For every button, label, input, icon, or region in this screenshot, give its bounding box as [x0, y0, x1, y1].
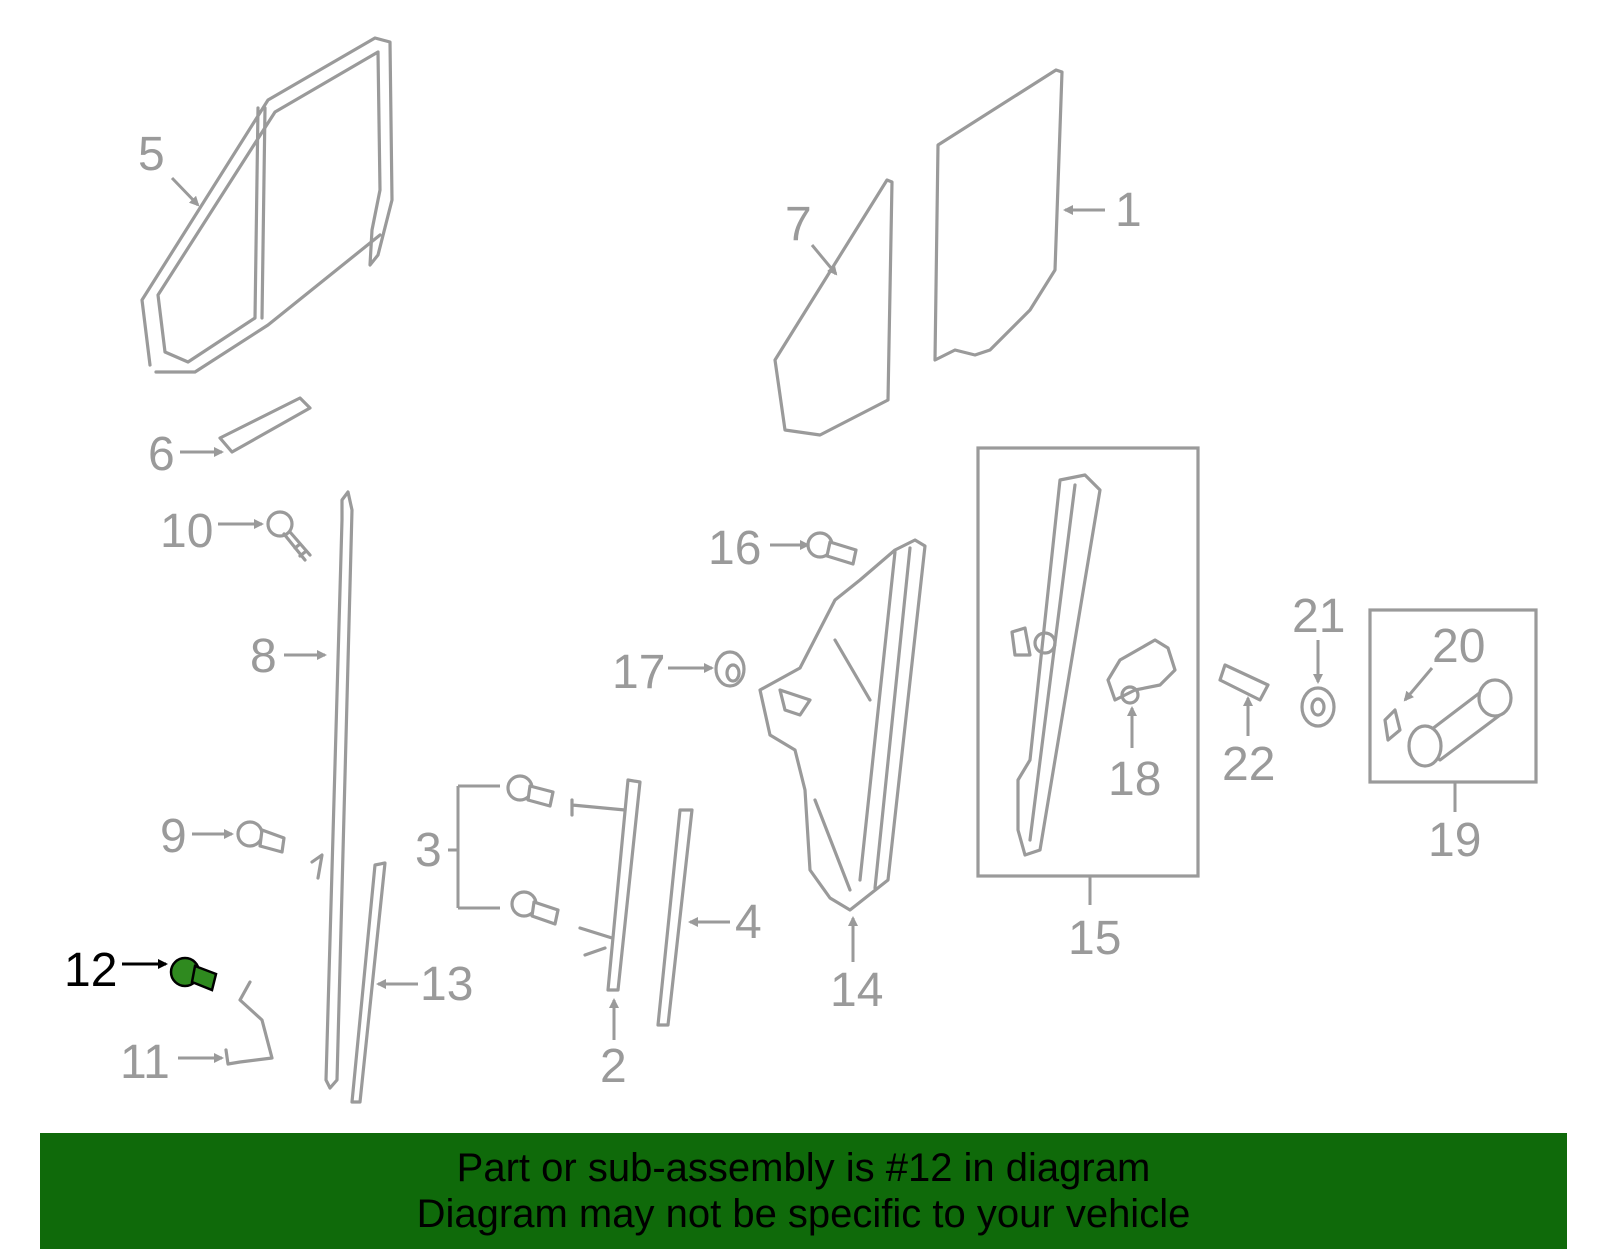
callout-16: 16 [708, 522, 810, 575]
svg-text:18: 18 [1108, 753, 1161, 806]
svg-text:17: 17 [612, 646, 665, 699]
part-19-group-box [1368, 608, 1538, 784]
svg-text:14: 14 [830, 964, 883, 1017]
part-8-run-channel [310, 490, 354, 1090]
part-21-washer [1300, 686, 1336, 728]
callout-18: 18 [1108, 706, 1161, 806]
callout-22: 22 [1222, 696, 1275, 791]
svg-text:3: 3 [415, 824, 442, 877]
svg-text:15: 15 [1068, 912, 1121, 965]
part-1-door-glass [933, 68, 1064, 362]
svg-text:12: 12 [64, 944, 117, 997]
svg-text:10: 10 [160, 505, 213, 558]
callout-7: 7 [785, 198, 838, 276]
part-15-group-box [976, 446, 1200, 878]
callout-13: 13 [376, 958, 473, 1011]
notice-line-1: Part or sub-assembly is #12 in diagram [456, 1146, 1151, 1190]
part-7-quarter-glass [773, 178, 894, 437]
part-17-nut [714, 650, 746, 688]
svg-text:8: 8 [250, 630, 277, 683]
part-3-bolts [506, 774, 560, 926]
callout-1: 1 [1063, 184, 1142, 237]
callout-9: 9 [160, 810, 234, 863]
svg-text:20: 20 [1432, 620, 1485, 673]
svg-text:9: 9 [160, 810, 187, 863]
part-6-strip [218, 396, 312, 454]
part-2-bracket [570, 778, 642, 992]
part-12-bolt-highlighted[interactable] [169, 956, 218, 992]
svg-text:2: 2 [600, 1040, 627, 1093]
part-10-screw [266, 510, 312, 562]
svg-text:16: 16 [708, 522, 761, 575]
svg-text:19: 19 [1428, 814, 1481, 867]
svg-text:5: 5 [138, 128, 165, 181]
svg-text:21: 21 [1292, 590, 1345, 643]
callout-14: 14 [830, 916, 883, 1017]
callout-19: 19 [1428, 782, 1481, 867]
part-9-bolt [236, 820, 286, 854]
svg-text:22: 22 [1222, 738, 1275, 791]
svg-text:13: 13 [420, 958, 473, 1011]
part-22-pin [1218, 663, 1270, 702]
callout-21: 21 [1292, 590, 1345, 684]
part-13-channel-strip [350, 861, 387, 1104]
svg-text:4: 4 [735, 896, 762, 949]
callout-2: 2 [600, 998, 627, 1093]
callout-4: 4 [688, 896, 762, 949]
part-5-glass-run-frame [140, 36, 394, 374]
notice-line-2: Diagram may not be specific to your vehi… [416, 1192, 1191, 1236]
callout-10: 10 [160, 505, 264, 558]
svg-text:1: 1 [1115, 184, 1142, 237]
callout-6: 6 [148, 428, 224, 481]
callout-20: 20 [1403, 620, 1485, 702]
part-4-strip [656, 808, 694, 1027]
part-11-bracket [224, 980, 274, 1066]
callout-3: 3 [415, 784, 500, 910]
notice-banner: Part or sub-assembly is #12 in diagram D… [40, 1133, 1567, 1249]
svg-text:6: 6 [148, 428, 175, 481]
callout-11: 11 [120, 1036, 224, 1089]
callout-8: 8 [250, 630, 327, 683]
callout-17: 17 [612, 646, 714, 699]
callout-5: 5 [138, 128, 200, 207]
callout-15: 15 [1068, 876, 1121, 965]
part-16-bolt [806, 531, 858, 566]
callout-12[interactable]: 12 [64, 944, 168, 997]
svg-text:7: 7 [785, 198, 812, 251]
svg-text:11: 11 [120, 1036, 170, 1089]
part-14-window-regulator [758, 538, 927, 912]
